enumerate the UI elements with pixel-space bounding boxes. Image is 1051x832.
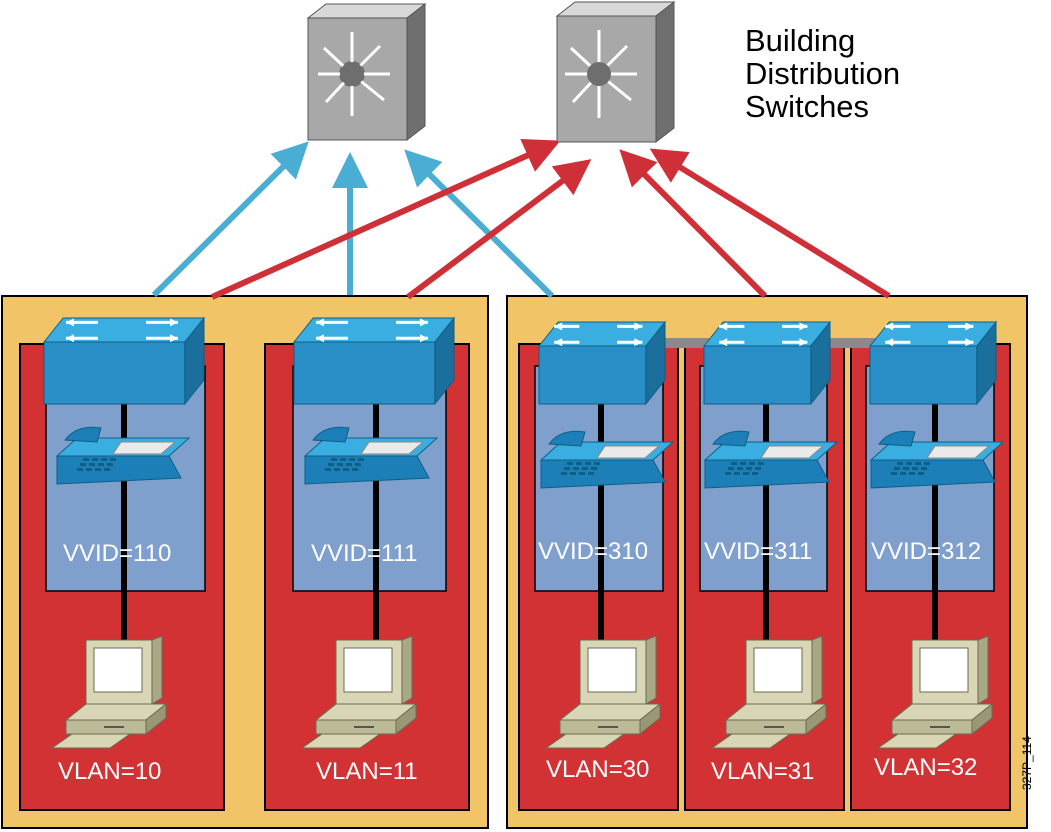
ip-phone-icon — [55, 426, 191, 485]
ip-phone-icon — [703, 430, 839, 489]
vvid-label-310: VVID=310 — [538, 538, 649, 565]
pc-icon — [300, 635, 418, 749]
vlan-label-30: VLAN=30 — [546, 756, 650, 783]
pc-icon — [50, 635, 168, 749]
layer3-switch-icon — [555, 0, 676, 144]
title-line-3: Switches — [745, 89, 870, 124]
title-line-1: Building — [745, 23, 856, 58]
ip-phone-icon — [303, 426, 439, 485]
ip-phone-icon — [869, 430, 1005, 489]
workgroup-switch-icon — [702, 320, 832, 406]
diagram-title: Building Distribution Switches — [745, 24, 900, 123]
workgroup-switch-icon — [42, 316, 206, 406]
workgroup-switch-icon — [537, 320, 667, 406]
vvid-label-311: VVID=311 — [704, 538, 813, 565]
pc-icon — [710, 635, 828, 749]
red-uplinks — [210, 138, 891, 300]
vlan-label-31: VLAN=31 — [711, 758, 815, 785]
ip-phone-icon — [539, 430, 675, 489]
vlan-label-11: VLAN=11 — [316, 758, 418, 785]
blue-uplinks — [151, 141, 555, 299]
vlan-label-32: VLAN=32 — [874, 754, 978, 781]
vvid-label-312: VVID=312 — [871, 538, 982, 565]
vlan-label-10: VLAN=10 — [58, 758, 162, 785]
vvid-label-111: VVID=111 — [311, 540, 418, 567]
title-line-2: Distribution — [745, 56, 901, 91]
vvid-label-110: VVID=110 — [63, 540, 172, 567]
layer3-switch-icon — [306, 2, 427, 142]
workgroup-switch-icon — [292, 316, 456, 406]
pc-icon — [876, 635, 994, 749]
workgroup-switch-icon — [868, 320, 998, 406]
pc-icon — [544, 635, 662, 749]
figure-id: 327P_114 — [1020, 736, 1034, 790]
